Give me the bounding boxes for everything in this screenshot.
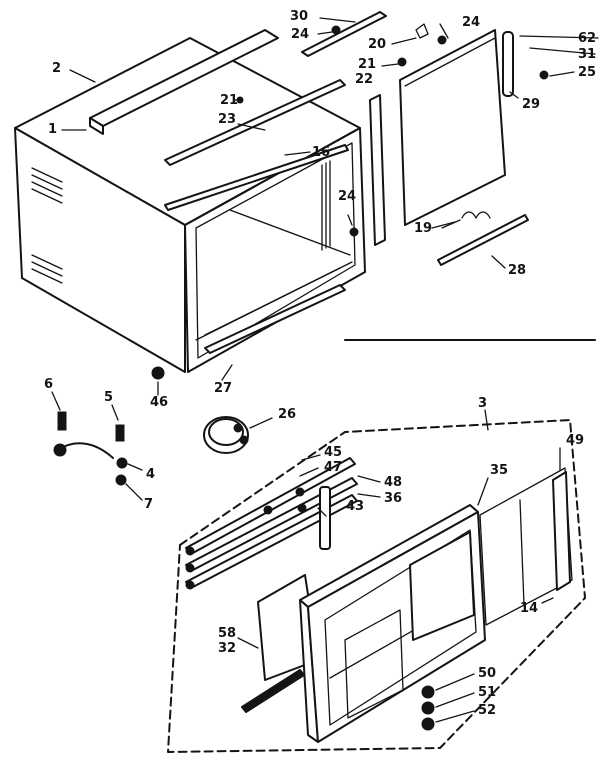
callout-21-upper: 21 bbox=[220, 93, 239, 108]
callout-35: 35 bbox=[490, 463, 509, 478]
vertical-bar bbox=[319, 486, 331, 550]
callout-19: 19 bbox=[414, 221, 433, 236]
callout-28: 28 bbox=[508, 263, 527, 278]
nuts bbox=[421, 685, 435, 731]
top-trim-strip bbox=[301, 11, 387, 57]
bottom-rail bbox=[204, 284, 346, 354]
side-rails bbox=[164, 79, 349, 211]
callout-32: 32 bbox=[218, 641, 237, 656]
bottom-trim-strip bbox=[437, 214, 529, 266]
callout-24-mid: 24 bbox=[338, 189, 357, 204]
foot bbox=[151, 366, 165, 380]
callout-47: 47 bbox=[324, 460, 343, 475]
callout-24-top: 24 bbox=[291, 27, 310, 42]
callout-27: 27 bbox=[214, 381, 233, 396]
callout-23: 23 bbox=[218, 112, 237, 127]
callout-3: 3 bbox=[478, 396, 488, 411]
chassis-frame bbox=[299, 467, 573, 743]
callout-25: 25 bbox=[578, 65, 597, 80]
screws-top bbox=[236, 25, 549, 237]
vertical-bracket bbox=[502, 31, 514, 97]
callout-24-right: 24 bbox=[462, 15, 481, 30]
callout-7: 7 bbox=[144, 497, 154, 512]
callout-49: 49 bbox=[566, 433, 585, 448]
callout-29: 29 bbox=[522, 97, 541, 112]
callout-52: 52 bbox=[478, 703, 497, 718]
chassis-group-outline bbox=[167, 419, 586, 753]
callout-51: 51 bbox=[478, 685, 497, 700]
clip-20 bbox=[415, 23, 429, 39]
callout-36: 36 bbox=[384, 491, 403, 506]
top-rail bbox=[89, 29, 279, 135]
callout-16: 16 bbox=[312, 145, 331, 160]
callout-6: 6 bbox=[44, 377, 54, 392]
callout-20: 20 bbox=[368, 37, 387, 52]
callout-4: 4 bbox=[146, 467, 156, 482]
callout-45: 45 bbox=[324, 445, 343, 460]
control-knob bbox=[203, 416, 249, 454]
callout-1: 1 bbox=[48, 122, 58, 137]
clip-19 bbox=[461, 211, 491, 219]
callout-26: 26 bbox=[278, 407, 297, 422]
callout-46: 46 bbox=[150, 395, 169, 410]
callout-50: 50 bbox=[478, 666, 497, 681]
callout-14: 14 bbox=[520, 601, 539, 616]
leader-lines bbox=[51, 17, 599, 723]
callout-62: 62 bbox=[578, 31, 597, 46]
callout-2: 2 bbox=[52, 61, 62, 76]
callout-48: 48 bbox=[384, 475, 403, 490]
callout-30: 30 bbox=[290, 9, 309, 24]
vertical-strip bbox=[369, 94, 386, 246]
callout-43: 43 bbox=[346, 499, 365, 514]
callout-22: 22 bbox=[355, 72, 374, 87]
side-panel bbox=[399, 29, 506, 226]
callout-21-right: 21 bbox=[358, 57, 377, 72]
callout-5: 5 bbox=[104, 390, 114, 405]
chassis-rails bbox=[185, 457, 358, 590]
cabinet-shell bbox=[14, 37, 366, 373]
callout-58: 58 bbox=[218, 626, 237, 641]
callout-31: 31 bbox=[578, 47, 597, 62]
drain-parts bbox=[53, 411, 128, 486]
